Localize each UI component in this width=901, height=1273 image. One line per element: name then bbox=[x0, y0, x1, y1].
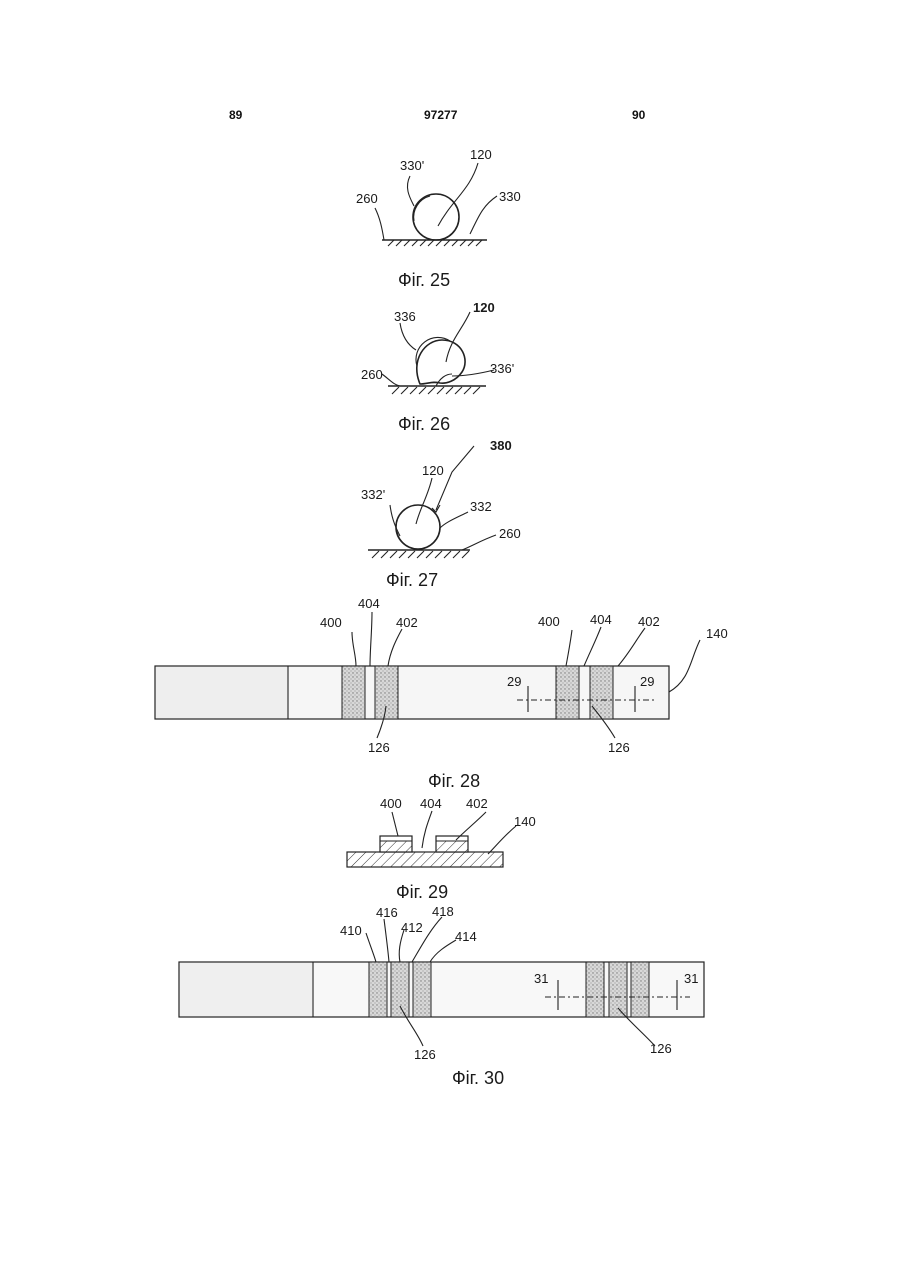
label-416: 416 bbox=[376, 905, 398, 920]
label-400-right: 400 bbox=[538, 614, 560, 629]
label-336: 336 bbox=[394, 309, 416, 324]
label-412: 412 bbox=[401, 920, 423, 935]
label-260: 260 bbox=[361, 367, 383, 382]
sphere-120 bbox=[413, 194, 459, 240]
caption-fig-29: Фіг. 29 bbox=[396, 882, 448, 902]
label-29-right: 29 bbox=[640, 674, 654, 689]
caption-fig-27: Фіг. 27 bbox=[386, 570, 438, 590]
label-380: 380 bbox=[490, 438, 512, 453]
figure-29: 400 404 402 140 Фіг. 29 bbox=[347, 796, 536, 902]
label-332: 332 bbox=[470, 499, 492, 514]
label-120: 120 bbox=[473, 300, 495, 315]
label-260: 260 bbox=[356, 191, 378, 206]
caption-fig-26: Фіг. 26 bbox=[398, 414, 450, 434]
label-410: 410 bbox=[340, 923, 362, 938]
label-140: 140 bbox=[514, 814, 536, 829]
label-140: 140 bbox=[706, 626, 728, 641]
label-402-left: 402 bbox=[396, 615, 418, 630]
label-404: 404 bbox=[420, 796, 442, 811]
label-126-left: 126 bbox=[414, 1047, 436, 1062]
strip-cross-section bbox=[347, 852, 503, 867]
figure-25: 330' 120 260 330 Фіг. 25 bbox=[356, 147, 521, 290]
label-330-prime: 330' bbox=[400, 158, 424, 173]
figure-30: 416 418 410 412 414 31 31 126 126 Фіг. 3… bbox=[179, 904, 704, 1088]
label-404-right: 404 bbox=[590, 612, 612, 627]
label-402: 402 bbox=[466, 796, 488, 811]
label-126-right: 126 bbox=[608, 740, 630, 755]
label-332-prime: 332' bbox=[361, 487, 385, 502]
label-336-prime: 336' bbox=[490, 361, 514, 376]
caption-fig-28: Фіг. 28 bbox=[428, 771, 480, 791]
label-402-right: 402 bbox=[638, 614, 660, 629]
figure-26: 336 120 336' 260 Фіг. 26 bbox=[361, 300, 514, 434]
label-120: 120 bbox=[470, 147, 492, 162]
label-404-left: 404 bbox=[358, 596, 380, 611]
label-400: 400 bbox=[380, 796, 402, 811]
label-120: 120 bbox=[422, 463, 444, 478]
label-31-left: 31 bbox=[534, 971, 548, 986]
figure-28: 400 404 402 400 404 402 140 29 29 126 12… bbox=[155, 596, 728, 791]
label-260: 260 bbox=[499, 526, 521, 541]
label-414: 414 bbox=[455, 929, 477, 944]
label-418: 418 bbox=[432, 904, 454, 919]
label-31-right: 31 bbox=[684, 971, 698, 986]
caption-fig-30: Фіг. 30 bbox=[452, 1068, 504, 1088]
label-29-left: 29 bbox=[507, 674, 521, 689]
label-330: 330 bbox=[499, 189, 521, 204]
label-400-left: 400 bbox=[320, 615, 342, 630]
label-126-left: 126 bbox=[368, 740, 390, 755]
figure-27: 380 120 332' 332 260 Фіг. 27 bbox=[361, 438, 521, 590]
caption-fig-25: Фіг. 25 bbox=[398, 270, 450, 290]
label-126-right: 126 bbox=[650, 1041, 672, 1056]
